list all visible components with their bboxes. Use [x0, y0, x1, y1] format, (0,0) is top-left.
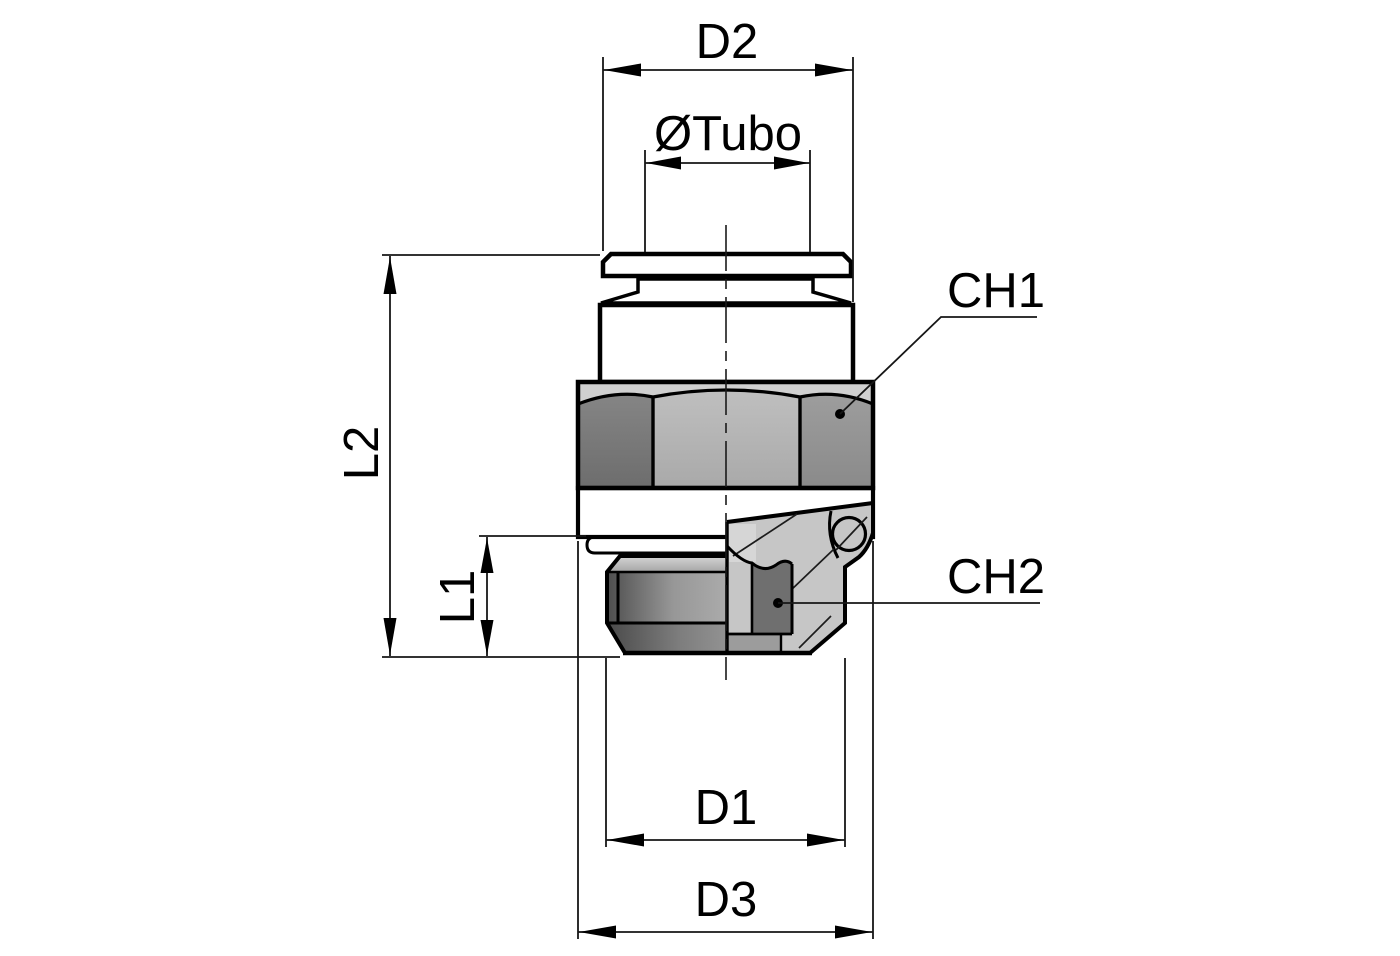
hex-socket-pocket: [752, 561, 792, 634]
leader-ch2: CH2: [773, 550, 1045, 608]
arrow-right: [835, 925, 872, 939]
dim-label-ch2: CH2: [947, 550, 1045, 604]
section-cutaway: [725, 503, 875, 655]
dimension-d1: D1: [605, 658, 846, 847]
break-line: [725, 544, 793, 570]
dimension-d2: D2: [602, 15, 854, 302]
oring-groove-wall: [828, 510, 840, 559]
arrow-left: [604, 63, 641, 77]
arrow-left: [646, 156, 681, 170]
arrow-right: [774, 156, 809, 170]
dimension-l2: L2: [335, 254, 620, 658]
dimension-l1: L1: [431, 535, 586, 656]
lower-hex: [605, 554, 727, 655]
arrow-top: [480, 538, 494, 573]
dim-label-l1: L1: [431, 570, 485, 625]
arrow-left: [579, 925, 616, 939]
oring-cross-section: [830, 515, 868, 553]
section-bottom-step: [727, 634, 781, 652]
arrow-bottom: [383, 618, 397, 655]
arrow-top: [383, 257, 397, 294]
dimension-d3: D3: [577, 541, 874, 939]
dimensions: D2 ØTubo L2 L1: [335, 15, 1045, 939]
dim-label-ch1: CH1: [947, 264, 1045, 318]
arrow-right: [815, 63, 852, 77]
arrow-right: [807, 833, 844, 847]
release-collar-flange: [600, 251, 854, 279]
seal-washer: [585, 535, 729, 555]
dim-label-d3: D3: [695, 873, 758, 927]
dim-label-d1: D1: [695, 781, 758, 835]
leader-ch1: CH1: [835, 264, 1045, 419]
arrow-bottom: [480, 620, 494, 655]
dim-label-tubo: ØTubo: [654, 107, 802, 161]
dim-label-l2: L2: [335, 426, 389, 481]
fitting-part: [575, 225, 876, 680]
dim-label-d2: D2: [696, 15, 759, 69]
arrow-left: [607, 833, 644, 847]
dimension-tubo: ØTubo: [644, 107, 811, 252]
